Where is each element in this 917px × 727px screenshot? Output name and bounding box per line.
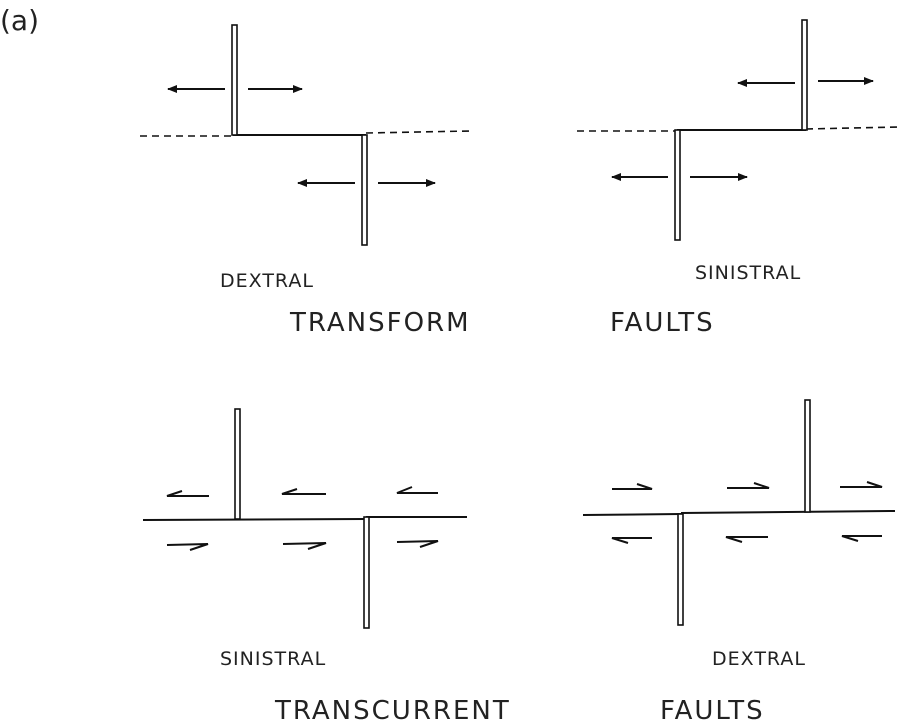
half-arrows-left [166,486,438,497]
dextral-transform-fault [140,24,471,246]
fracture-zone-dashed [365,130,471,134]
ridge-segment [674,129,681,241]
half-arrows-left [611,535,882,544]
faults-title: FAULTS [610,308,715,338]
panel-label: (a) [0,4,39,37]
ridge-segment [801,19,808,131]
half-arrows-right [612,481,883,490]
dextral-transcurrent-fault [582,399,896,626]
fracture-zone-dashed [805,126,901,130]
sinistral-transform-fault [577,19,901,241]
fault-line [142,518,367,521]
sinistral-label: SINISTRAL [220,648,326,670]
ridge-segment [363,516,370,629]
ridge-segment [361,134,368,246]
sinistral-transcurrent-fault [142,408,467,629]
faults-title: FAULTS [660,696,765,726]
ridge-segment [677,513,684,626]
ridge-segment [804,399,811,513]
ridge-segment [234,408,241,520]
transform-title: TRANSFORM [289,308,471,338]
ridge-segment [231,24,238,136]
sinistral-label: SINISTRAL [695,262,801,284]
fault-line [680,510,896,514]
dextral-label: DEXTRAL [220,270,314,292]
transcurrent-title: TRANSCURRENT [274,696,511,726]
half-arrows-right [166,540,439,551]
fault-line [582,513,682,516]
dextral-label: DEXTRAL [712,648,806,670]
